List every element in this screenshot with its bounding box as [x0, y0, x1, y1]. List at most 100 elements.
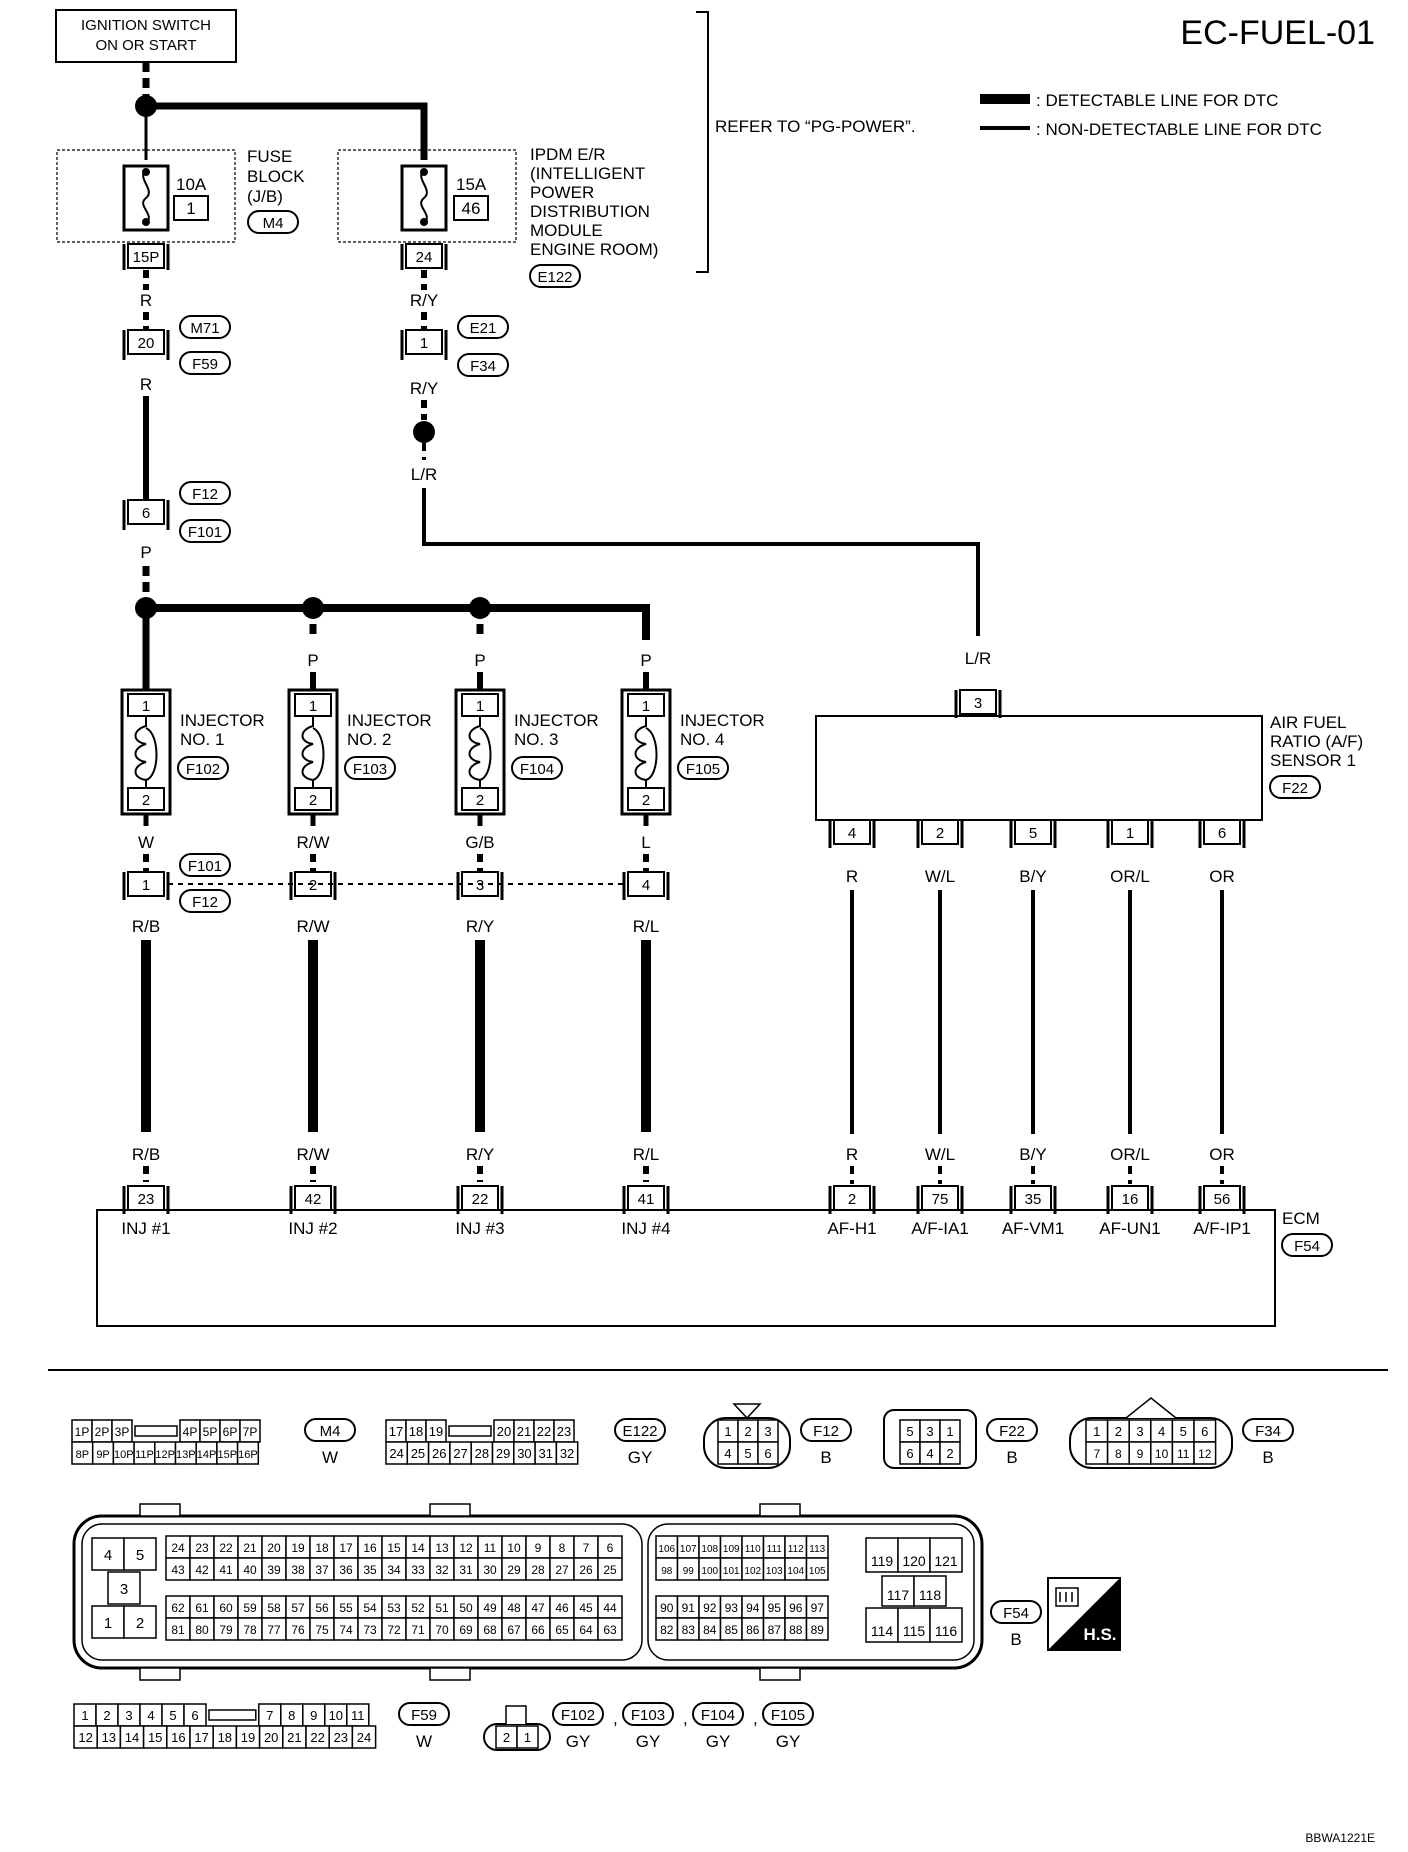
injector-coil-arc [145, 727, 158, 781]
af-output-4-wire: OR/L [1110, 867, 1150, 886]
f22-r1-pin: 5 [906, 1424, 913, 1439]
e122-r1-pin: 22 [537, 1424, 551, 1439]
af-sensor-pin-3-label: 5 [1029, 825, 1037, 842]
f54-a2-pin: 26 [579, 1563, 593, 1577]
af-sensor-pin-4-label: 1 [1126, 825, 1134, 842]
f54-a1-pin: 11 [484, 1541, 497, 1555]
injector-4-connector-oval [677, 756, 729, 780]
wire-ign-to-ipdm [146, 102, 428, 160]
f54-latch [139, 1503, 181, 1517]
f54-a1-pin: 10 [507, 1541, 521, 1555]
injector-coil-icon [134, 716, 147, 788]
e122-r2-pin: 26 [432, 1446, 446, 1461]
af-sensor-input-pin: 3 [974, 695, 982, 712]
f54-block-a [81, 1523, 643, 1661]
f54-block-b [647, 1523, 975, 1661]
f54-a4-pin: 63 [603, 1623, 617, 1637]
junction-e21-f34: 1 E21 F34 [400, 315, 509, 377]
fuse-terminal: 15P [122, 243, 170, 270]
f54-a1-pin: 14 [411, 1541, 425, 1555]
f54-b2-pin: 103 [766, 1566, 783, 1577]
f54-b3-pin: 92 [703, 1601, 717, 1615]
wire-injector-bus [146, 604, 650, 640]
injector-2-label-1: INJECTOR [347, 711, 432, 730]
f54-b3-pin: 97 [811, 1601, 825, 1615]
e122-r1-pin: 18 [409, 1424, 423, 1439]
f54-a4-pin: 75 [315, 1623, 329, 1637]
f59-r2-pin: 21 [287, 1730, 301, 1745]
m4-r1-pin: 3P [115, 1425, 130, 1439]
e122-r1-pin: 20 [497, 1424, 511, 1439]
injector-1-lower-wire: W [138, 833, 154, 852]
inj-f105-name: F105 [771, 1707, 805, 1724]
af-sensor-pin-5-label: 6 [1218, 825, 1226, 842]
af-output-2-wire: W/L [925, 867, 955, 886]
ecm-label-af-4: AF-UN1 [1099, 1219, 1160, 1238]
inj-key [505, 1705, 527, 1724]
injector-1-jc-label: 1 [142, 877, 150, 894]
m4-r2-pin: 10P [114, 1449, 134, 1461]
f59-r2-pin: 19 [241, 1730, 255, 1745]
ecm-label-inj-4: INJ #4 [621, 1219, 670, 1238]
af-output-1-wire: R [846, 867, 858, 886]
f54-a2-pin: 30 [483, 1563, 497, 1577]
f54-b1-pin: 113 [809, 1544, 825, 1555]
f59-r1-key [208, 1709, 257, 1721]
m4-r1-key [134, 1425, 178, 1437]
injector-3-pin1: 1 [476, 698, 484, 715]
f59-r2-pin: 13 [102, 1730, 116, 1745]
f54-c3-pin: 115 [903, 1623, 926, 1639]
f59-r1-pin: 6 [191, 1708, 198, 1723]
ipdm-label-1: IPDM E/R [530, 145, 606, 164]
ecm-pin-af-5-box [1203, 1185, 1241, 1211]
f34-key [1125, 1397, 1177, 1419]
f59-color: W [416, 1732, 432, 1751]
inj-f102-name-oval [552, 1702, 604, 1726]
f54-latch [429, 1503, 471, 1517]
f54-b4-pin: 88 [789, 1623, 803, 1637]
injector-3-pin2: 2 [476, 792, 484, 809]
f54-b4-pin: 84 [703, 1623, 717, 1637]
f54-a3-pin: 46 [555, 1601, 569, 1615]
f54-a1-pin: 15 [387, 1541, 401, 1555]
ipdm-label-6: ENGINE ROOM) [530, 240, 658, 259]
af-sensor-input-wire: L/R [965, 649, 991, 668]
m4-r1-pin: 7P [243, 1425, 258, 1439]
f59-r2-pin: 22 [310, 1730, 324, 1745]
inj-pin-cell [516, 1725, 539, 1749]
m4-name: M4 [320, 1423, 341, 1440]
f54-a1-pin: 23 [195, 1541, 209, 1555]
f54-c2-pin: 118 [919, 1587, 942, 1603]
injector-1-pin1: 1 [142, 698, 150, 715]
f59-r2-cell [351, 1725, 377, 1749]
f54-b4-pin: 86 [746, 1623, 760, 1637]
injector-2-jc-label: 2 [309, 877, 317, 894]
f54-c1-cell [865, 1537, 899, 1573]
f54-a1-pin: 20 [267, 1541, 281, 1555]
f59-r1-pin: 1 [81, 1708, 88, 1723]
injector-2-lower-wire: R/W [296, 833, 329, 852]
f54-b4-pin: 89 [811, 1623, 825, 1637]
f54-c3-pin: 116 [935, 1623, 958, 1639]
f54-b4-cell [805, 1617, 829, 1641]
f59-r1-pin: 4 [147, 1708, 154, 1723]
injector-1-jc-box [127, 871, 165, 897]
f54-a3-pin: 52 [411, 1601, 425, 1615]
f54-a2-pin: 43 [171, 1563, 185, 1577]
injector-2-mid-wire: R/W [296, 917, 329, 936]
f54-a4-pin: 72 [387, 1623, 401, 1637]
f54-c3-cell [929, 1607, 963, 1643]
f54-c1-cell [929, 1537, 963, 1573]
af-sensor: 3 L/R AIR FUEL RATIO (A/F) SENSOR 1 F22 [815, 649, 1363, 821]
conn-f59: F59 [192, 356, 218, 373]
conn-f34: F34 [470, 358, 496, 375]
fuse-block-label-3: (J/B) [247, 187, 283, 206]
injector-2-upper-wire: P [307, 651, 318, 670]
inj-separator: , [683, 1709, 688, 1728]
f22-r2-pin: 6 [906, 1446, 913, 1461]
e122-r1-pin: 19 [429, 1424, 443, 1439]
f59-r1-pin: 11 [351, 1708, 365, 1723]
injector-coil-icon [468, 716, 481, 788]
